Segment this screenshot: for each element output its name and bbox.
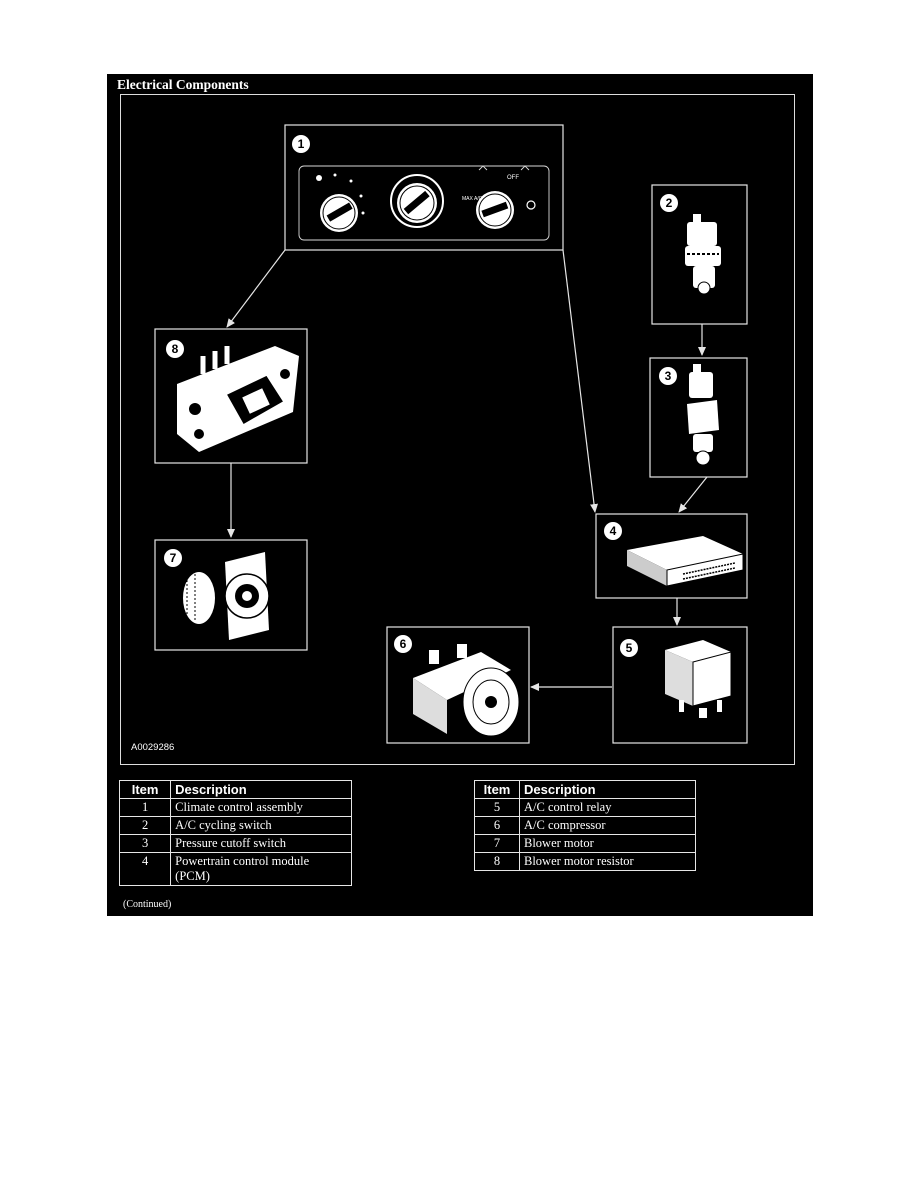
item-description: Blower motor bbox=[519, 834, 696, 853]
item-description: Pressure cutoff switch bbox=[170, 834, 352, 853]
blower-motor-resistor-box: 8 bbox=[154, 328, 308, 464]
ac-control-relay-box: 5 bbox=[612, 626, 748, 744]
item-number: 5 bbox=[474, 798, 520, 817]
ac-compressor-box: 6 bbox=[386, 626, 530, 744]
table-header-row: Item Description bbox=[474, 780, 696, 799]
pcm-illustration bbox=[627, 536, 744, 587]
ac-compressor-illustration bbox=[413, 644, 520, 737]
arrow-1-to-4 bbox=[562, 249, 599, 513]
item-number: 1 bbox=[118, 798, 172, 817]
item-description: Climate control assembly bbox=[170, 798, 352, 817]
item-number: 3 bbox=[118, 834, 172, 853]
ac-control-relay-illustration bbox=[665, 640, 732, 718]
callout-badge-1 bbox=[292, 135, 310, 153]
description-header: Description bbox=[519, 780, 696, 799]
pcm-box: 4 bbox=[595, 513, 748, 599]
callout-5: 5 bbox=[626, 641, 633, 655]
callout-8: 8 bbox=[172, 342, 179, 356]
ac-cycling-switch-box: 2 bbox=[651, 184, 748, 325]
blower-motor-resistor-illustration bbox=[177, 346, 299, 452]
pressure-cutoff-switch-illustration bbox=[687, 364, 719, 466]
continued-note: (Continued) bbox=[123, 899, 172, 910]
arrow-1-to-8 bbox=[226, 249, 286, 328]
item-number: 7 bbox=[474, 834, 520, 853]
callout-7: 7 bbox=[170, 551, 177, 565]
diagram-frame bbox=[120, 94, 795, 765]
item-header: Item bbox=[118, 780, 172, 799]
temperature-dial bbox=[390, 174, 444, 228]
item-description: A/C cycling switch bbox=[170, 816, 352, 835]
callout-4: 4 bbox=[610, 524, 617, 538]
callout-6: 6 bbox=[400, 637, 407, 651]
item-description: A/C compressor bbox=[519, 816, 696, 835]
fan-speed-dial bbox=[316, 173, 365, 232]
item-number: 8 bbox=[474, 852, 520, 871]
item-number: 4 bbox=[118, 852, 172, 886]
item-description: Blower motor resistor bbox=[519, 852, 696, 871]
description-header: Description bbox=[170, 780, 352, 799]
blower-motor-box: 7 bbox=[154, 539, 308, 651]
item-number: 2 bbox=[118, 816, 172, 835]
connection-arrows bbox=[226, 249, 708, 691]
blower-motor-illustration bbox=[183, 552, 270, 640]
component-diagram: 1 OFF MAX A/C bbox=[131, 124, 748, 753]
item-header: Item bbox=[474, 780, 520, 799]
item-description: A/C control relay bbox=[519, 798, 696, 817]
climate-control-box: 1 OFF MAX A/C bbox=[284, 124, 564, 251]
callout-3: 3 bbox=[665, 369, 672, 383]
off-label: OFF bbox=[507, 175, 519, 181]
callout-2: 2 bbox=[666, 196, 673, 210]
arrow-3-to-4 bbox=[678, 476, 708, 513]
pressure-cutoff-switch-box: 3 bbox=[649, 357, 748, 478]
page-title: Electrical Components bbox=[117, 77, 249, 92]
max-ac-label: MAX A/C bbox=[462, 196, 483, 202]
table-header-row: Item Description bbox=[118, 780, 352, 799]
item-number: 6 bbox=[474, 816, 520, 835]
mode-dial: OFF MAX A/C bbox=[462, 165, 536, 229]
figure-id: A0029286 bbox=[131, 742, 174, 753]
callout-1: 1 bbox=[298, 137, 305, 151]
ac-cycling-switch-illustration bbox=[685, 214, 721, 295]
item-description: Powertrain control module (PCM) bbox=[170, 852, 352, 886]
diagram-sheet: Electrical Components 1 bbox=[107, 74, 813, 916]
